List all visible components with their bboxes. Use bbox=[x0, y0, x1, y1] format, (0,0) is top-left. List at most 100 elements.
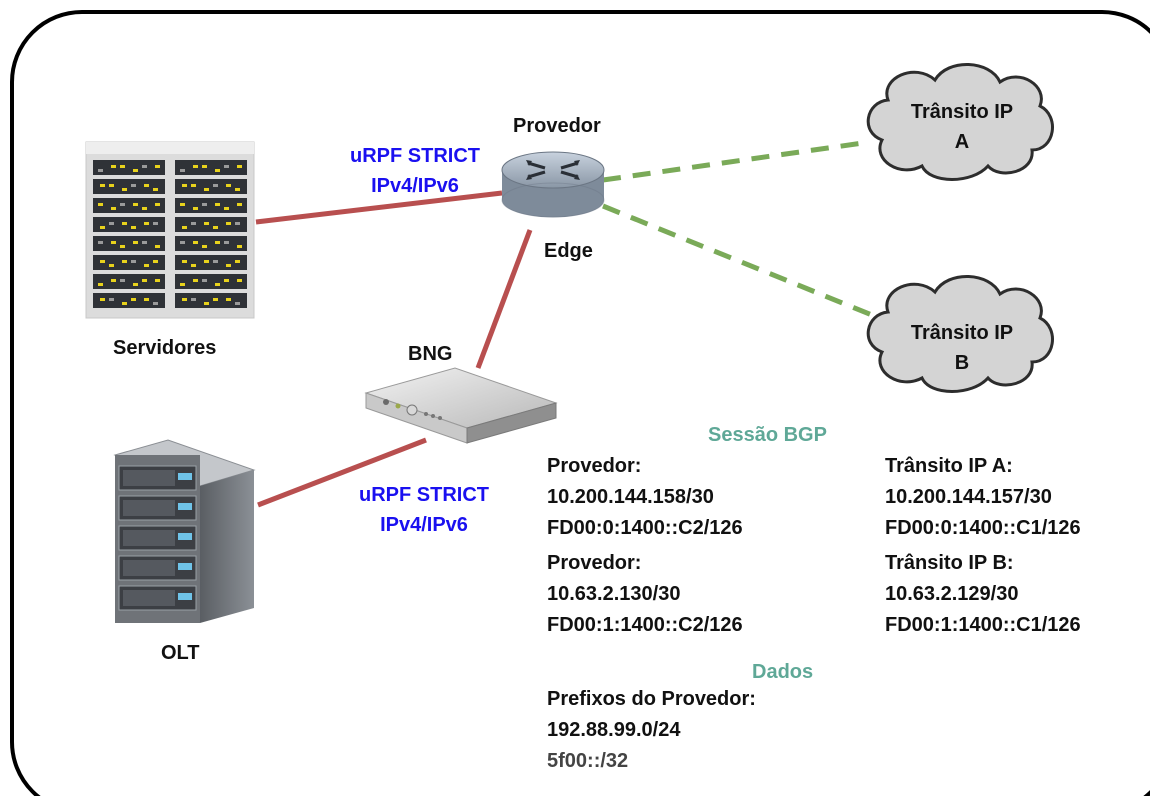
server-led bbox=[235, 260, 240, 263]
server-unit bbox=[93, 236, 165, 251]
cloud-transit-a-icon bbox=[866, 63, 1054, 181]
bng-appliance-icon bbox=[364, 367, 558, 444]
server-led bbox=[120, 203, 125, 206]
server-unit bbox=[175, 236, 247, 251]
servers-label: Servidores bbox=[113, 337, 217, 359]
server-led bbox=[153, 222, 158, 225]
server-led bbox=[202, 203, 207, 206]
bgp-provider-b-ipv4: 10.63.2.130/30 bbox=[547, 583, 681, 605]
server-unit bbox=[175, 179, 247, 194]
server-unit bbox=[175, 274, 247, 289]
server-led bbox=[224, 165, 229, 168]
server-led bbox=[191, 264, 196, 267]
server-led bbox=[235, 222, 240, 225]
olt-label: OLT bbox=[161, 642, 200, 664]
server-led bbox=[144, 264, 149, 267]
transit-a-line1: Trânsito IP bbox=[910, 101, 1014, 123]
server-unit bbox=[93, 198, 165, 213]
olt-chassis-icon bbox=[113, 439, 256, 623]
server-led bbox=[120, 245, 125, 248]
server-unit bbox=[93, 217, 165, 232]
link-router-bng bbox=[475, 229, 533, 369]
server-led bbox=[224, 241, 229, 244]
server-led bbox=[142, 241, 147, 244]
cloud-transit-b-icon bbox=[866, 275, 1054, 393]
olt-unit-led bbox=[178, 473, 192, 480]
olt-unit-led bbox=[178, 563, 192, 570]
link-bng-olt bbox=[257, 437, 427, 508]
server-led bbox=[133, 169, 138, 172]
server-led bbox=[180, 203, 185, 206]
router-label-edge: Edge bbox=[544, 240, 593, 262]
server-led bbox=[155, 245, 160, 248]
server-led bbox=[122, 222, 127, 225]
server-led bbox=[224, 279, 229, 282]
diagram-border bbox=[10, 10, 1150, 796]
server-led bbox=[237, 245, 242, 248]
server-led bbox=[193, 165, 198, 168]
server-led bbox=[204, 302, 209, 305]
olt-urpf-line2: IPv4/IPv6 bbox=[380, 514, 468, 536]
server-unit bbox=[175, 198, 247, 213]
server-led bbox=[144, 222, 149, 225]
bgp-transit-b-block: Trânsito IP B: 10.63.2.129/30 FD00:1:140… bbox=[885, 548, 1081, 641]
server-led bbox=[215, 283, 220, 286]
server-led bbox=[226, 222, 231, 225]
server-led bbox=[191, 298, 196, 301]
server-led bbox=[213, 260, 218, 263]
server-led bbox=[120, 279, 125, 282]
server-led bbox=[120, 165, 125, 168]
server-led bbox=[202, 279, 207, 282]
link-servers-router bbox=[255, 190, 503, 225]
server-led bbox=[142, 207, 147, 210]
transit-b-label: Trânsito IP B bbox=[894, 318, 1030, 378]
server-led bbox=[98, 203, 103, 206]
server-led bbox=[213, 226, 218, 229]
olt-unit-mesh bbox=[123, 560, 175, 576]
server-led bbox=[215, 241, 220, 244]
server-led bbox=[109, 264, 114, 267]
server-led bbox=[100, 226, 105, 229]
servers-rack-icon bbox=[85, 141, 255, 319]
dados-section-title: Dados bbox=[752, 661, 814, 683]
bgp-provider-a-ipv4: 10.200.144.158/30 bbox=[547, 486, 714, 508]
servers-urpf-label: uRPF STRICT IPv4/IPv6 bbox=[334, 146, 496, 206]
bgp-section-title: Sessão BGP bbox=[708, 424, 827, 446]
dados-ipv4-prefix: 192.88.99.0/24 bbox=[547, 719, 681, 741]
server-led bbox=[182, 260, 187, 263]
server-led bbox=[193, 207, 198, 210]
bgp-link-transit-a bbox=[602, 139, 871, 183]
server-unit bbox=[93, 160, 165, 175]
server-led bbox=[180, 241, 185, 244]
server-unit bbox=[175, 160, 247, 175]
server-led bbox=[109, 184, 114, 187]
server-led bbox=[180, 169, 185, 172]
bgp-transit-b-ipv4: 10.63.2.129/30 bbox=[885, 583, 1019, 605]
server-led bbox=[131, 298, 136, 301]
server-led bbox=[153, 302, 158, 305]
server-led bbox=[133, 203, 138, 206]
transit-b-line1: Trânsito IP bbox=[910, 322, 1014, 344]
bgp-link-transit-b bbox=[602, 203, 873, 318]
server-led bbox=[131, 260, 136, 263]
bgp-transit-a-title: Trânsito IP A: bbox=[885, 455, 1013, 477]
bgp-provider-a-ipv6: FD00:0:1400::C2/126 bbox=[547, 517, 743, 539]
server-led bbox=[133, 283, 138, 286]
olt-urpf-label: uRPF STRICT IPv4/IPv6 bbox=[343, 485, 505, 545]
olt-unit-mesh bbox=[123, 590, 175, 606]
server-led bbox=[111, 241, 116, 244]
olt-unit-mesh bbox=[123, 530, 175, 546]
server-led bbox=[202, 165, 207, 168]
server-led bbox=[204, 260, 209, 263]
edge-router-icon bbox=[501, 151, 605, 218]
server-led bbox=[237, 279, 242, 282]
server-unit bbox=[93, 179, 165, 194]
transit-a-label: Trânsito IP A bbox=[894, 97, 1030, 157]
olt-unit-led bbox=[178, 533, 192, 540]
server-led bbox=[122, 302, 127, 305]
bgp-transit-a-ipv6: FD00:0:1400::C1/126 bbox=[885, 517, 1081, 539]
server-led bbox=[98, 241, 103, 244]
server-led bbox=[98, 169, 103, 172]
bgp-transit-a-ipv4: 10.200.144.157/30 bbox=[885, 486, 1052, 508]
server-led bbox=[193, 241, 198, 244]
